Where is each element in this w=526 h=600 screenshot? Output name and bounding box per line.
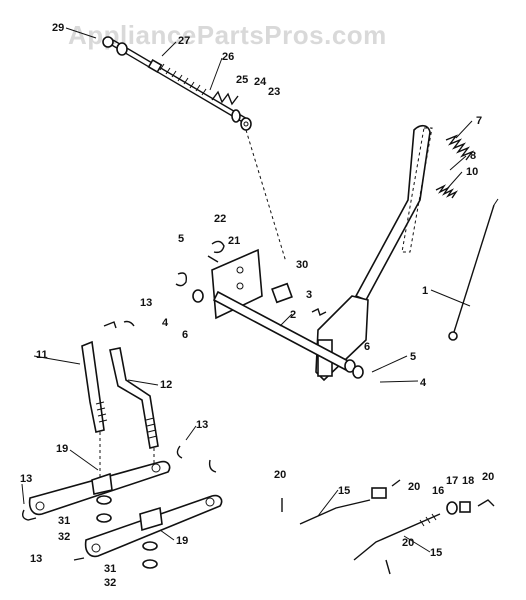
- callout-10: 10: [466, 166, 478, 178]
- callout-4a: 4: [162, 317, 169, 329]
- callout-19a: 19: [56, 443, 68, 455]
- callout-13d: 13: [30, 553, 42, 565]
- part-30-block: [271, 282, 293, 304]
- callout-20b: 20: [408, 481, 420, 493]
- callout-29: 29: [52, 22, 64, 34]
- spring-assembly: [435, 134, 475, 199]
- callout-15a: 15: [338, 485, 350, 497]
- callout-31a: 31: [58, 515, 70, 527]
- cross-shaft: [212, 290, 364, 379]
- callout-13b: 13: [196, 419, 208, 431]
- callout-13c: 13: [20, 473, 32, 485]
- callout-20c: 20: [482, 471, 494, 483]
- callout-25: 25: [236, 74, 248, 86]
- callout-22: 22: [214, 213, 226, 225]
- callout-27: 27: [178, 35, 190, 47]
- callout-3: 3: [306, 289, 312, 301]
- callout-26: 26: [222, 51, 234, 63]
- spring-clip: [311, 308, 327, 316]
- link-11: [81, 340, 108, 433]
- callout-1: 1: [422, 285, 428, 297]
- rod-15-upper: [281, 479, 401, 525]
- hairpin-clips: [21, 445, 217, 561]
- callout-20a: 20: [274, 469, 286, 481]
- rod: [448, 198, 499, 341]
- callout-13a: 13: [140, 297, 152, 309]
- callout-5b: 5: [410, 351, 416, 363]
- callout-2: 2: [290, 309, 296, 321]
- callout-6a: 6: [182, 329, 188, 341]
- pin-clips: [103, 320, 135, 329]
- callout-15b: 15: [430, 547, 442, 559]
- callout-24: 24: [254, 76, 267, 88]
- hanger-bracket-lower: [84, 494, 223, 558]
- callout-8: 8: [470, 150, 476, 162]
- callout-31b: 31: [104, 563, 116, 575]
- hanger-bracket-upper: [28, 460, 171, 516]
- link-12: [109, 347, 159, 449]
- clip-parts: [175, 240, 225, 303]
- callout-5a: 5: [178, 233, 184, 245]
- callout-18: 18: [462, 475, 474, 487]
- callout-30: 30: [296, 259, 308, 271]
- rod-15-lower: [353, 499, 495, 575]
- callout-19b: 19: [176, 535, 188, 547]
- callout-11: 11: [36, 349, 48, 361]
- grip-outline: [401, 127, 433, 253]
- spacers: [96, 495, 158, 569]
- callout-4b: 4: [420, 377, 427, 389]
- callout-labels: 29 27 26 25 24 23 7 8 10 22 21 5 30 3 1 …: [20, 22, 494, 589]
- callout-12: 12: [160, 379, 172, 391]
- callout-leaders: [21, 27, 473, 553]
- callout-6b: 6: [364, 341, 370, 353]
- callout-16: 16: [432, 485, 444, 497]
- callout-21: 21: [228, 235, 240, 247]
- threaded-rod-assembly: [102, 36, 252, 131]
- callout-17: 17: [446, 475, 458, 487]
- leader-line: [245, 129, 287, 263]
- callout-7: 7: [476, 115, 482, 127]
- callout-32b: 32: [104, 577, 116, 589]
- lift-handle: [315, 124, 431, 382]
- callout-23: 23: [268, 86, 280, 98]
- watermark: AppliancePartsPros.com: [68, 20, 387, 50]
- callout-32a: 32: [58, 531, 70, 543]
